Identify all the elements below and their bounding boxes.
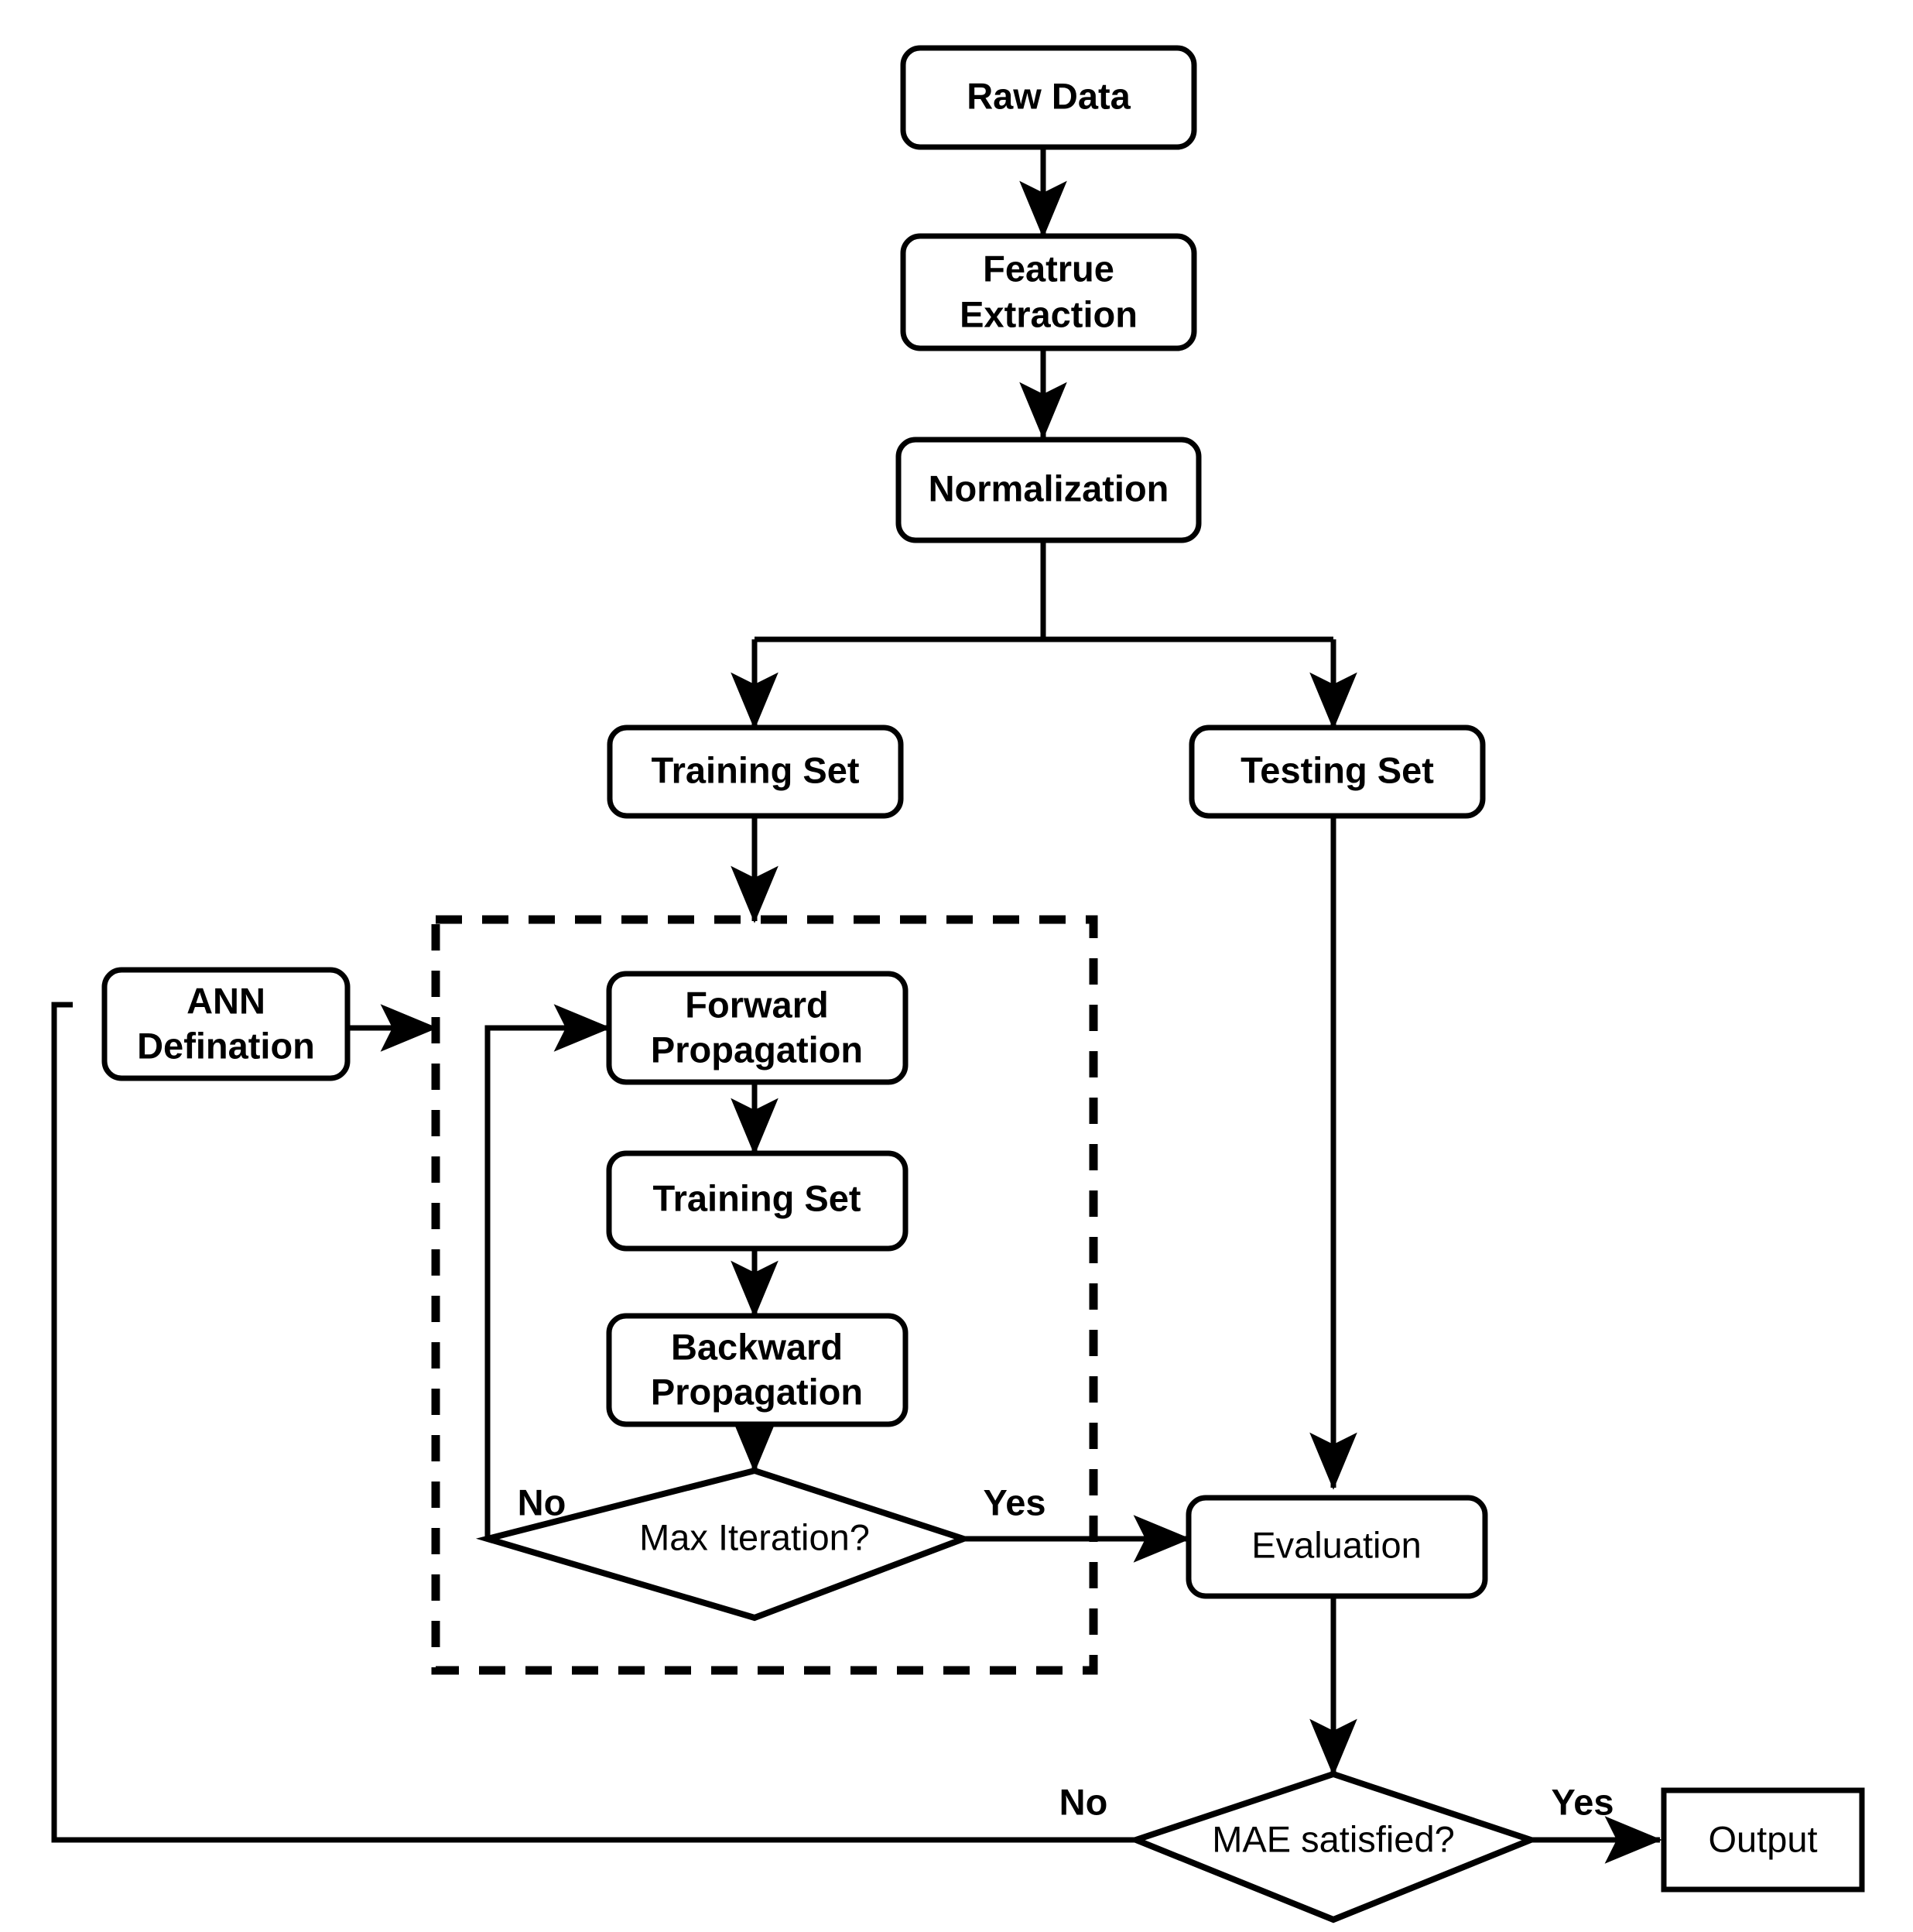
training-set-label: Training Set [652, 749, 860, 790]
node-max-iteration[interactable]: Max Iteration? [475, 1467, 974, 1622]
edge-normalization-split-bus [755, 540, 1333, 642]
forward-propagation-label-line2: Propagation [651, 1029, 863, 1070]
training-set-box[interactable] [607, 724, 904, 819]
max-iteration-yes-label: Yes [983, 1482, 1045, 1523]
backward-propagation-label-line2: Propagation [651, 1371, 863, 1412]
normalization-label: Normalization [929, 468, 1169, 509]
backward-propagation-box[interactable] [606, 1313, 909, 1427]
feature-extraction-label-line1: Featrue [983, 248, 1114, 289]
node-ann-defination[interactable]: ANN Defination [101, 967, 351, 1081]
raw-data-label: Raw Data [967, 75, 1131, 116]
max-iteration-diamond[interactable] [475, 1467, 974, 1622]
feature-extraction-label-line2: Extraction [960, 293, 1138, 334]
training-set-inner-label: Training Set [653, 1177, 861, 1218]
node-forward-propagation[interactable]: Forward Propagation [606, 971, 909, 1085]
feature-extraction-box[interactable] [900, 233, 1197, 351]
node-output[interactable]: Output [1661, 1787, 1865, 1893]
mae-yes-label: Yes [1551, 1781, 1614, 1822]
node-evaluation[interactable]: Evaluation [1186, 1495, 1488, 1599]
forward-propagation-label-line1: Forward [685, 984, 828, 1025]
node-raw-data[interactable]: Raw Data [900, 45, 1197, 150]
mae-no-label: No [1059, 1781, 1108, 1822]
output-label: Output [1708, 1818, 1817, 1859]
ann-defination-label-line2: Defination [137, 1025, 315, 1066]
node-training-set[interactable]: Training Set [607, 724, 904, 819]
max-iteration-no-label: No [518, 1482, 566, 1523]
forward-propagation-box[interactable] [606, 971, 909, 1085]
normalization-box[interactable] [895, 437, 1202, 543]
node-testing-set[interactable]: Testing Set [1189, 724, 1486, 819]
raw-data-box[interactable] [900, 45, 1197, 150]
node-training-set-inner[interactable]: Training Set [606, 1150, 909, 1252]
testing-set-box[interactable] [1189, 724, 1486, 819]
node-normalization[interactable]: Normalization [895, 437, 1202, 543]
node-mae-satisfied[interactable]: MAE satisfied? [1127, 1770, 1540, 1923]
evaluation-box[interactable] [1186, 1495, 1488, 1599]
training-loop-dashed-boundary [431, 915, 1098, 1675]
ann-defination-box[interactable] [101, 967, 351, 1081]
ann-defination-label-line1: ANN [187, 980, 265, 1021]
edge-maxiteration-no-loop [484, 1004, 611, 1539]
node-feature-extraction[interactable]: Featrue Extraction [900, 233, 1197, 351]
node-backward-propagation[interactable]: Backward Propagation [606, 1313, 909, 1427]
max-iteration-label: Max Iteration? [639, 1516, 870, 1557]
evaluation-label: Evaluation [1251, 1524, 1422, 1565]
training-set-inner-box[interactable] [606, 1150, 909, 1252]
mae-satisfied-diamond[interactable] [1127, 1770, 1540, 1923]
output-box[interactable] [1661, 1787, 1865, 1893]
testing-set-label: Testing Set [1241, 749, 1434, 790]
edge-mae-no-feedback-to-ann [51, 1002, 1136, 1843]
backward-propagation-label-line1: Backward [671, 1326, 843, 1367]
mae-satisfied-label: MAE satisfied? [1212, 1818, 1454, 1859]
